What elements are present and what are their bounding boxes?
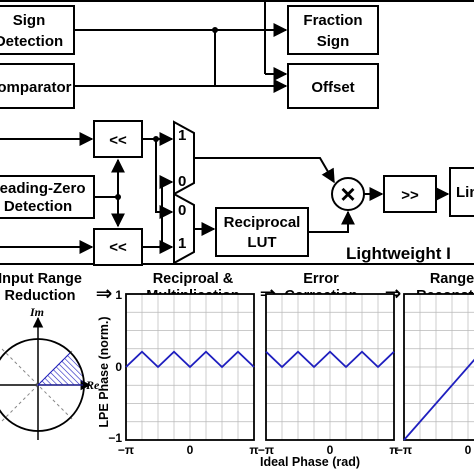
multiplier-symbol: × bbox=[340, 179, 355, 209]
phase-curve-1 bbox=[125, 350, 255, 369]
unit-circle bbox=[0, 338, 85, 432]
x-axis-label: Ideal Phase (rad) bbox=[260, 455, 360, 469]
unit-circle-diagram: Im Re bbox=[0, 305, 100, 440]
x-tick-label: 0 bbox=[465, 443, 472, 457]
x-tick-label: −π bbox=[396, 443, 412, 457]
y-axis-label: LPE Phase (norm.) bbox=[97, 316, 111, 427]
stage-4-title-line-1: Range bbox=[430, 271, 474, 287]
offset-block bbox=[287, 63, 379, 109]
plot-panel-2-frame bbox=[265, 293, 395, 441]
reduced-range-sector bbox=[36, 351, 85, 386]
stage-3-title-line-1: Error bbox=[303, 271, 339, 287]
mux-1-input-0-label: 0 bbox=[178, 173, 186, 190]
block-diagram: Sign Detection Comparator Leading-Zero D… bbox=[0, 0, 474, 266]
fraction-sign-label-2: Sign bbox=[317, 33, 350, 50]
stage-1-title-line-1: Input Range bbox=[0, 271, 82, 287]
junction-dot bbox=[153, 136, 159, 142]
left-shift-top-label: << bbox=[109, 132, 127, 149]
leading-zero-detection-block bbox=[0, 175, 95, 219]
mux-1 bbox=[173, 120, 195, 196]
lin-block bbox=[449, 167, 474, 217]
mux-1-input-1-label: 1 bbox=[178, 127, 186, 144]
x-tick-label: 0 bbox=[187, 443, 194, 457]
stage-1-title-line-2: Reduction bbox=[5, 288, 76, 304]
real-axis-label: Re bbox=[85, 378, 100, 392]
sign-detection-label-1: Sign bbox=[13, 12, 46, 29]
junction-dot bbox=[115, 194, 121, 200]
x-tick-label: 0 bbox=[327, 443, 334, 457]
left-shift-bottom-label: << bbox=[109, 239, 127, 256]
sign-detection-label-2: Detection bbox=[0, 33, 63, 50]
mux-2-input-1-label: 1 bbox=[178, 235, 186, 252]
fraction-sign-block bbox=[287, 5, 379, 55]
junction-dot bbox=[212, 27, 218, 33]
comparator-block bbox=[0, 63, 75, 109]
x-tick-label: −π bbox=[258, 443, 274, 457]
leading-zero-label-1: Leading-Zero bbox=[0, 180, 86, 197]
right-shift-label: >> bbox=[401, 187, 419, 204]
comparator-label: Comparator bbox=[0, 79, 72, 96]
phase-curve-2 bbox=[265, 350, 395, 369]
mux-2-input-0-label: 0 bbox=[178, 202, 186, 219]
reciprocal-lut-label-2: LUT bbox=[247, 234, 276, 251]
y-tick-label: 1 bbox=[115, 288, 122, 302]
stage-arrow-icon: ⇒ bbox=[96, 283, 113, 305]
section-title: Lightweight I bbox=[346, 244, 451, 263]
fraction-sign-label-1: Fraction bbox=[303, 12, 362, 29]
leading-zero-label-2: Detection bbox=[4, 198, 72, 215]
y-tick-label: −1 bbox=[108, 431, 122, 445]
phase-curve-3 bbox=[403, 358, 474, 441]
x-tick-label: π bbox=[249, 443, 258, 457]
lin-label: Lin bbox=[456, 184, 474, 201]
wires bbox=[0, 0, 450, 254]
junction-dot bbox=[159, 244, 165, 250]
offset-label: Offset bbox=[311, 79, 354, 96]
mux-2 bbox=[173, 192, 195, 265]
stage-2-title-line-1: Reciproal & bbox=[153, 271, 234, 287]
x-tick-label: −π bbox=[118, 443, 134, 457]
reciprocal-lut-label-1: Reciprocal bbox=[224, 214, 301, 231]
right-shift-block bbox=[383, 175, 437, 213]
y-tick-label: 0 bbox=[115, 360, 122, 374]
plot-panel-3-frame bbox=[403, 293, 474, 441]
imag-axis-label: Im bbox=[29, 305, 44, 319]
x-tick-label: π bbox=[389, 443, 398, 457]
